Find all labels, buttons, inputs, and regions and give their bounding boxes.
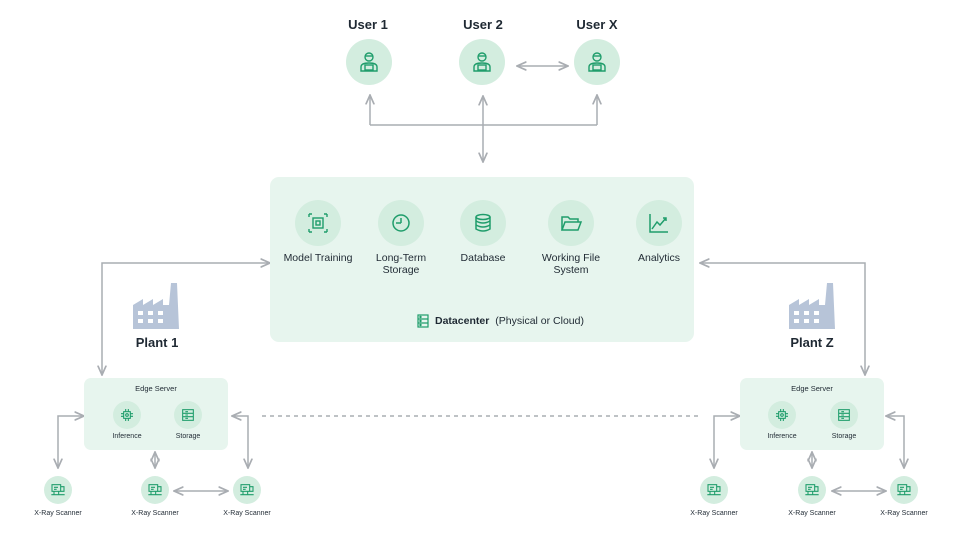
x-ray-scanner-node: [44, 476, 72, 504]
working-file-system-label: Working File System: [541, 252, 601, 276]
user-laptop-icon: [588, 52, 606, 72]
inference-label: Inference: [767, 433, 797, 440]
x-ray-scanner-node: [798, 476, 826, 504]
database-icon: [475, 213, 491, 232]
factory-icon: [133, 283, 179, 329]
x-ray-scanner-label: X-Ray Scanner: [34, 510, 82, 517]
storage-label: Storage: [175, 433, 201, 440]
x-ray-scanner-label: X-Ray Scanner: [223, 510, 271, 517]
working-file-system-node: [548, 200, 594, 246]
storage-icon: [838, 409, 850, 421]
storage-label: Storage: [831, 433, 857, 440]
edge-server-panel-plant-z: [740, 378, 884, 450]
x-ray-scanner-node: [700, 476, 728, 504]
datacenter-title: Datacenter: [435, 315, 490, 327]
user-2-node: [459, 39, 505, 85]
clock-icon: [392, 214, 410, 232]
server-rack-icon: [417, 314, 429, 328]
inference-node: [768, 401, 796, 429]
x-ray-scanner-label: X-Ray Scanner: [788, 510, 836, 517]
database-node: [460, 200, 506, 246]
storage-node: [830, 401, 858, 429]
analytics-node: [636, 200, 682, 246]
user-x-label: User X: [576, 17, 618, 32]
line-chart-icon: [649, 214, 668, 233]
x-ray-scanner-node: [233, 476, 261, 504]
chip-icon: [776, 409, 788, 421]
x-ray-scanner-node: [141, 476, 169, 504]
chip-icon: [308, 213, 328, 233]
x-ray-scanner-icon: [805, 484, 819, 496]
inference-node: [113, 401, 141, 429]
x-ray-scanner-label: X-Ray Scanner: [880, 510, 928, 517]
database-label: Database: [460, 252, 506, 264]
user-laptop-icon: [360, 52, 378, 72]
datacenter-caption: Datacenter (Physical or Cloud): [417, 314, 584, 328]
user-x-node: [574, 39, 620, 85]
edge-server-title: Edge Server: [791, 384, 833, 393]
x-ray-scanner-icon: [707, 484, 721, 496]
x-ray-scanner-icon: [897, 484, 911, 496]
x-ray-scanner-icon: [240, 484, 254, 496]
edge-server-title: Edge Server: [135, 384, 177, 393]
inference-label: Inference: [112, 433, 142, 440]
user-laptop-icon: [473, 52, 491, 72]
x-ray-scanner-label: X-Ray Scanner: [690, 510, 738, 517]
x-ray-scanner-node: [890, 476, 918, 504]
model-training-label: Model Training: [283, 252, 353, 264]
storage-node: [174, 401, 202, 429]
user-2-label: User 2: [463, 17, 503, 32]
storage-icon: [182, 409, 194, 421]
user-1-node: [346, 39, 392, 85]
chip-icon: [121, 409, 133, 421]
folder-icon: [560, 216, 583, 231]
x-ray-scanner-icon: [51, 484, 65, 496]
plant-z-label: Plant Z: [790, 335, 834, 350]
model-training-node: [295, 200, 341, 246]
user-1-label: User 1: [348, 17, 388, 32]
edge-server-panel-plant-1: [84, 378, 228, 450]
analytics-label: Analytics: [637, 252, 680, 264]
datacenter-subtitle: (Physical or Cloud): [495, 315, 584, 327]
x-ray-scanner-label: X-Ray Scanner: [131, 510, 179, 517]
factory-icon: [789, 283, 835, 329]
plant-1-label: Plant 1: [135, 335, 179, 350]
long-term-storage-node: [378, 200, 424, 246]
x-ray-scanner-icon: [148, 484, 162, 496]
long-term-storage-label: Long-Term Storage: [375, 252, 427, 276]
